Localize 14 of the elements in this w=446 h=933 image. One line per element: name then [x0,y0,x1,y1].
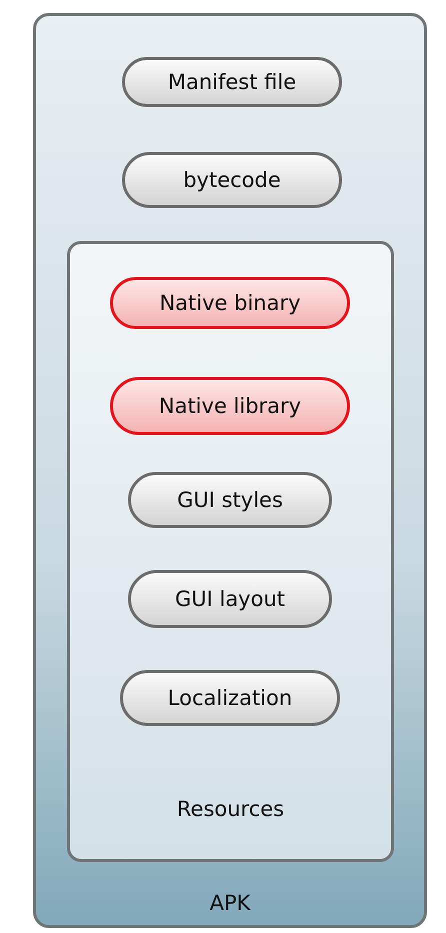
group-container [67,241,394,862]
container-label: APK [208,891,252,915]
component-label: Manifest file [168,70,296,94]
component-label: Native library [158,394,302,418]
container-label: Resources [176,797,286,821]
component-pill [122,57,342,107]
component-label: GUI styles [177,488,283,512]
component-label: bytecode [183,168,281,192]
highlighted-pill [110,277,350,329]
component-label: GUI layout [174,587,286,611]
component-label: Native binary [159,291,301,315]
component-label: Localization [168,686,292,710]
package-container [33,13,427,928]
component-pill [122,152,342,208]
